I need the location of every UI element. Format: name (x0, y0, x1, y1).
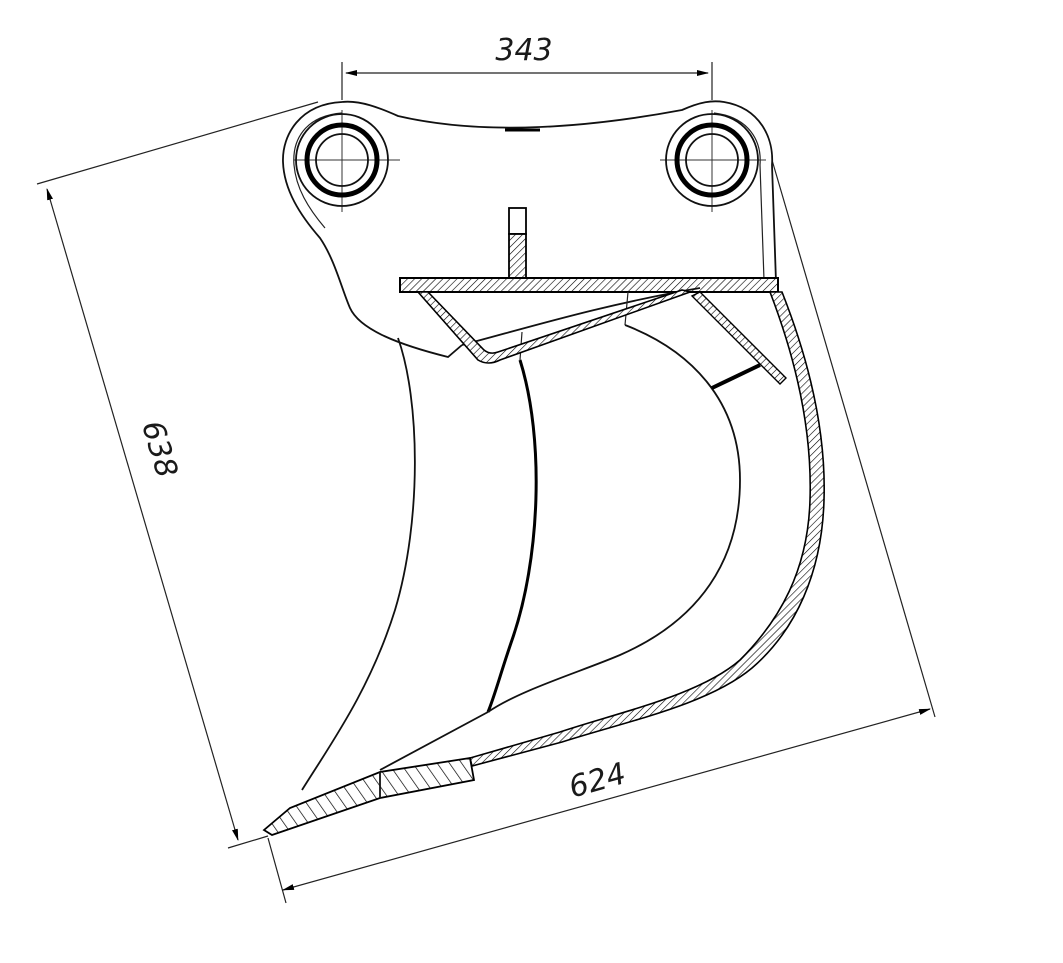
bent-plate (416, 289, 787, 385)
stud (508, 207, 527, 279)
pin-boss-left (294, 110, 400, 212)
dimension-length-label: 624 (565, 756, 630, 805)
dimension-height: 638 (36, 101, 319, 849)
tooth-tip (262, 756, 476, 836)
dimension-pin-spacing: 343 (341, 33, 713, 100)
dimension-pin-spacing-label: 343 (495, 33, 552, 68)
shank-body (301, 287, 761, 791)
dimension-height-label: 638 (134, 417, 184, 482)
mounting-bracket (282, 100, 777, 358)
top-plate (399, 277, 779, 293)
pin-boss-right (660, 110, 766, 212)
